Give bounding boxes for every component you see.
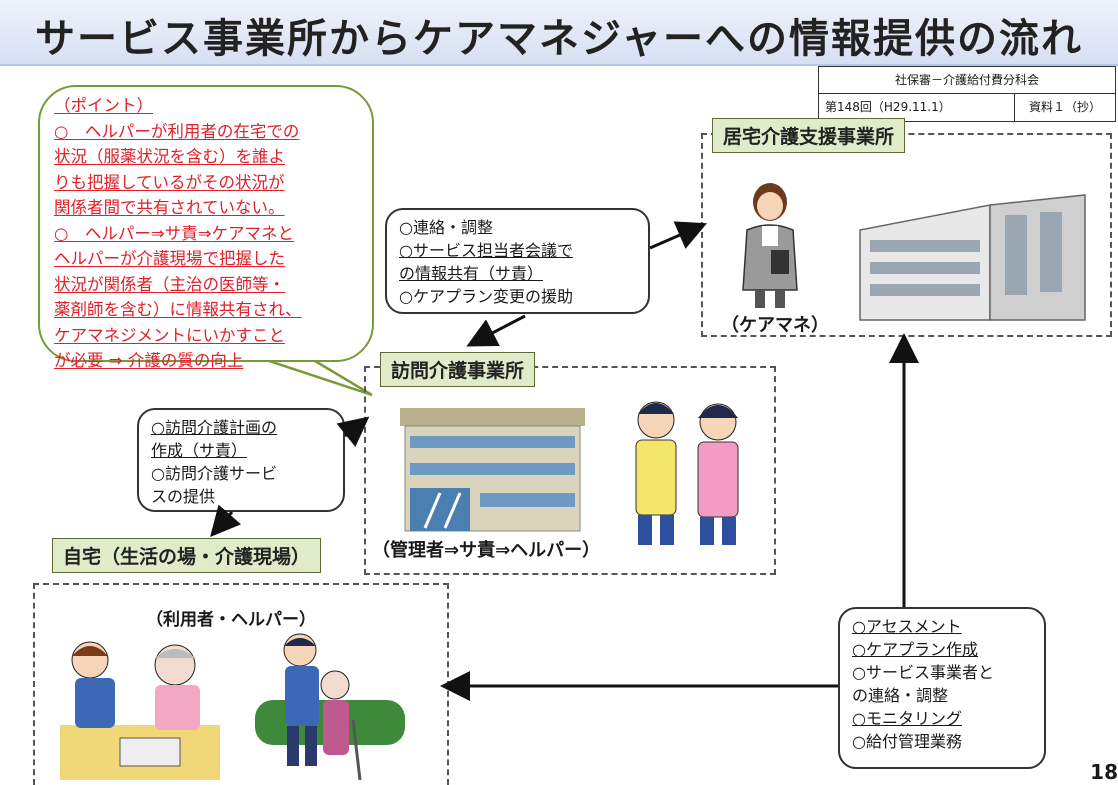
care-facility-building-icon xyxy=(400,408,585,532)
point-line: ケアマネジメントにいかすこと xyxy=(54,325,285,345)
meal-assistance-icon xyxy=(60,641,220,780)
point-line: ○ ヘルパーが利用者の在宅での xyxy=(54,121,300,141)
arrow-to-houmon xyxy=(466,314,526,347)
task-line: ○給付管理業務 xyxy=(852,732,962,751)
point-line: 状況（服薬状況を含む）を誰よ xyxy=(54,147,285,166)
visit-plan-line: スの提供 xyxy=(151,487,216,506)
coordination-box: ○連絡・調整 ○サービス担当者会議で の情報共有（サ責） ○ケアプラン変更の援助 xyxy=(385,208,650,314)
task-line: ○サービス事業者と xyxy=(852,663,994,682)
houmon-office-label: 訪問介護事業所 xyxy=(380,352,536,387)
caremanager-tasks-box: ○アセスメント ○ケアプラン作成 ○サービス事業者と の連絡・調整 ○モニタリン… xyxy=(838,607,1046,769)
coordination-line: ○ケアプラン変更の援助 xyxy=(399,287,573,306)
point-line: 状況が関係者（主治の医師等・ xyxy=(54,274,285,294)
title-banner xyxy=(0,0,1118,66)
kyotaku-office-label: 居宅介護支援事業所 xyxy=(712,118,906,153)
point-line: りも把握しているがその状況が xyxy=(54,172,285,192)
visit-plan-line: 作成（サ責） xyxy=(151,441,248,460)
point-bubble xyxy=(38,85,374,362)
point-line: ○ ヘルパー⇒サ責⇒ケアマネと xyxy=(54,223,295,243)
arrow-plan-to-houmon xyxy=(336,416,370,447)
houmon-caption: （管理者⇒サ責⇒ヘルパー） xyxy=(372,540,601,561)
coordination-line: の情報共有（サ責） xyxy=(399,264,544,283)
visit-plan-line: ○訪問介護サービ xyxy=(151,464,277,483)
task-line: ○モニタリング xyxy=(852,709,962,728)
visit-plan-line: ○訪問介護計画の xyxy=(151,418,277,437)
houmon-office-frame xyxy=(364,366,776,575)
point-line: が必要 ⇒ 介護の質の向上 xyxy=(54,351,244,370)
visit-plan-box: ○訪問介護計画の 作成（サ責） ○訪問介護サービ スの提供 xyxy=(137,408,345,512)
coordination-line: ○サービス担当者会議で xyxy=(399,241,573,260)
arrow-to-home xyxy=(210,504,242,538)
source-committee: 社保審－介護給付費分科会 xyxy=(819,67,1115,94)
home-caption: （利用者・ヘルパー） xyxy=(146,610,316,630)
kyotaku-caption: （ケアマネ） xyxy=(721,315,829,336)
arrow-to-kyotaku xyxy=(649,221,708,250)
source-meeting: 第148回（H29.11.1） xyxy=(819,94,1015,121)
page-title: サービス事業所からケアマネジャーへの情報提供の流れ xyxy=(35,16,1083,62)
task-line: ○アセスメント xyxy=(852,617,962,636)
office-building-icon xyxy=(859,194,1086,321)
point-line: ヘルパーが介護現場で把握した xyxy=(54,249,285,268)
page-number: 18 xyxy=(1090,760,1118,784)
point-text: （ポイント） ○ ヘルパーが利用者の在宅での 状況（服薬状況を含む）を誰よ りも… xyxy=(54,93,359,374)
task-line: ○ケアプラン作成 xyxy=(852,640,978,659)
home-label: 自宅（生活の場・介護現場） xyxy=(52,538,322,573)
walking-assistance-icon xyxy=(255,633,405,780)
source-doc: 資料１（抄） xyxy=(1028,100,1101,114)
care-manager-figure-icon xyxy=(742,183,798,308)
point-line: 薬剤師を含む）に情報共有され、 xyxy=(54,300,302,319)
coordination-line: ○連絡・調整 xyxy=(399,218,493,237)
source-table: 社保審－介護給付費分科会 第148回（H29.11.1） 資料１（抄） xyxy=(818,66,1116,122)
point-line: 関係者間で共有されていない。 xyxy=(54,198,285,217)
point-heading: （ポイント） xyxy=(54,96,153,115)
helper-staff-icon xyxy=(635,401,739,545)
task-line: の連絡・調整 xyxy=(852,686,949,705)
